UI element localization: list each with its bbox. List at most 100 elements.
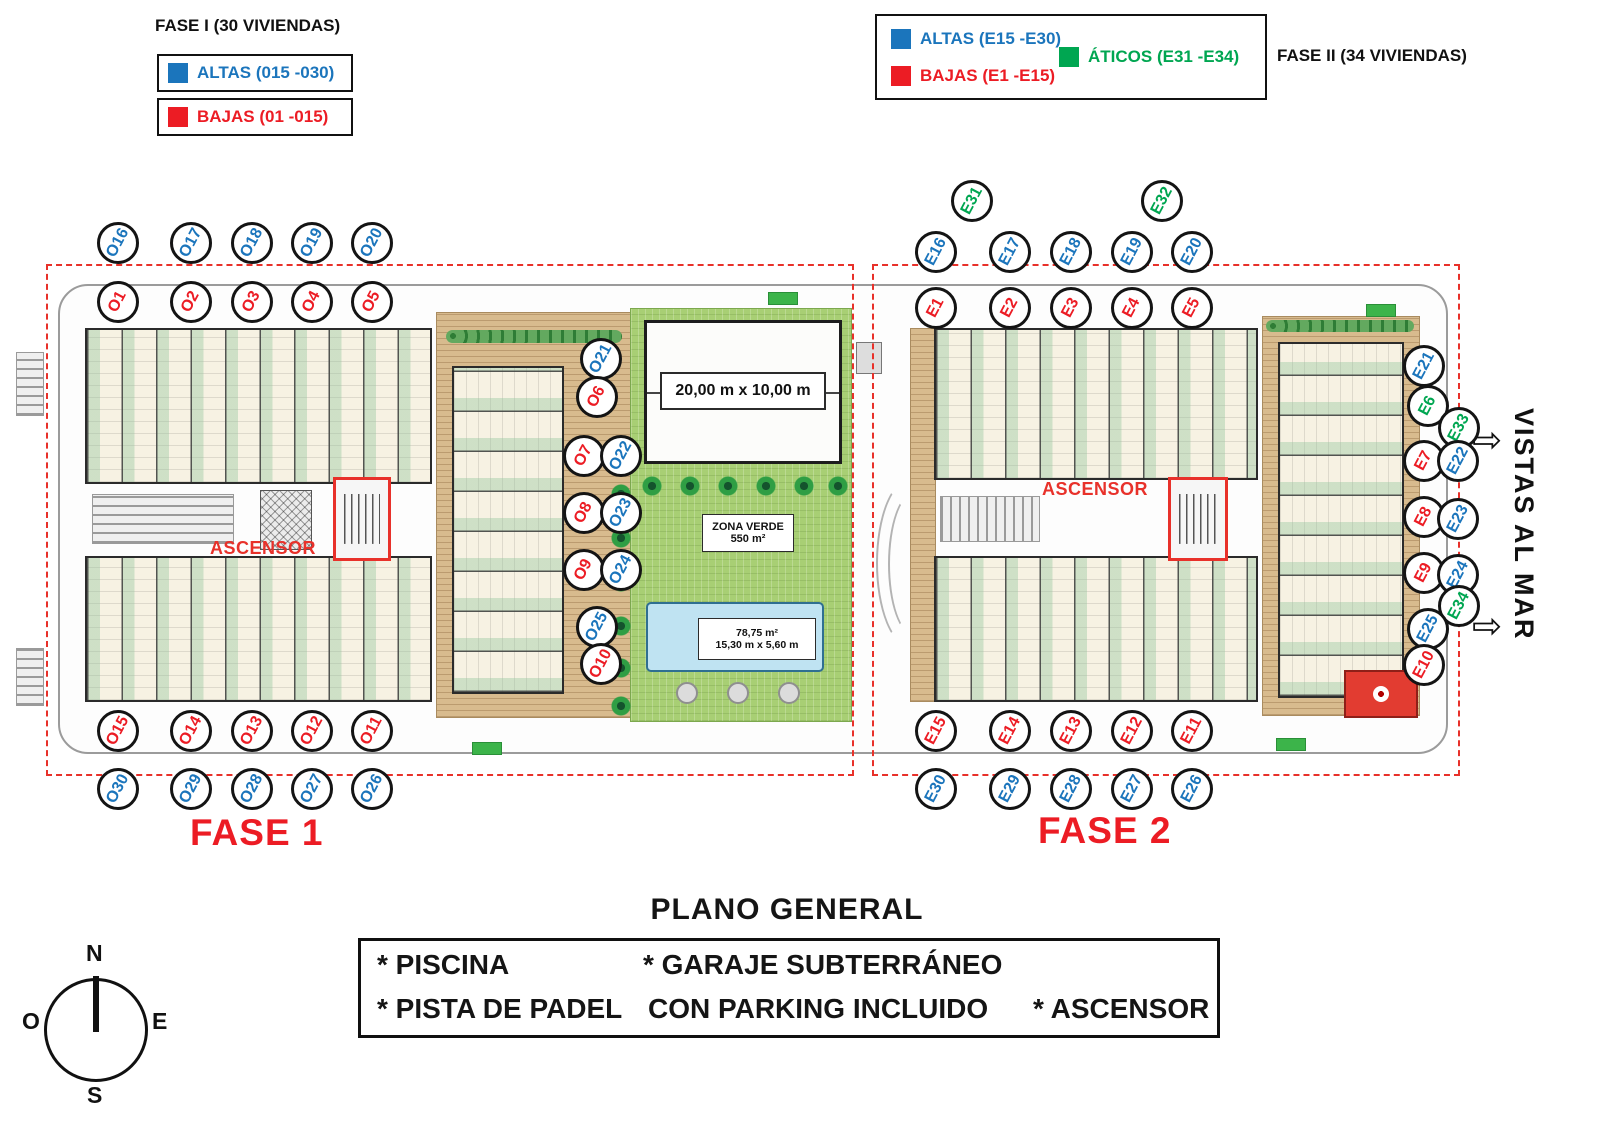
- unit-marker-o3[interactable]: O3: [231, 281, 273, 323]
- unit-marker-e15[interactable]: E15: [915, 710, 957, 752]
- unit-marker-label: E12: [1117, 714, 1146, 748]
- unit-marker-e3[interactable]: E3: [1050, 287, 1092, 329]
- building-fase2-south: [934, 556, 1258, 702]
- unit-marker-o26[interactable]: O26: [351, 768, 393, 810]
- unit-marker-e27[interactable]: E27: [1111, 768, 1153, 810]
- unit-marker-o29[interactable]: O29: [170, 768, 212, 810]
- unit-marker-e31[interactable]: E31: [951, 180, 993, 222]
- unit-marker-label: E21: [1409, 349, 1438, 383]
- padel-dims-label: 20,00 m x 10,00 m: [675, 382, 811, 399]
- palm-tree-icon: [756, 476, 776, 496]
- unit-marker-e4[interactable]: E4: [1111, 287, 1153, 329]
- unit-marker-o10[interactable]: O10: [580, 643, 622, 685]
- unit-marker-o28[interactable]: O28: [231, 768, 273, 810]
- compass-needle: [93, 976, 99, 1032]
- palm-tree-icon: [680, 476, 700, 496]
- unit-marker-o1[interactable]: O1: [97, 281, 139, 323]
- unit-marker-e22[interactable]: E22: [1437, 440, 1479, 482]
- unit-marker-label: O19: [296, 225, 327, 261]
- unit-marker-o6[interactable]: O6: [576, 376, 618, 418]
- street-stairs: [16, 352, 44, 416]
- unit-marker-e30[interactable]: E30: [915, 768, 957, 810]
- unit-marker-o23[interactable]: O23: [600, 492, 642, 534]
- unit-marker-e32[interactable]: E32: [1141, 180, 1183, 222]
- unit-marker-o18[interactable]: O18: [231, 222, 273, 264]
- garage-ramp-curve: [888, 492, 940, 636]
- unit-marker-label: O11: [357, 713, 386, 748]
- zona-verde-area-label: 550 m²: [730, 533, 766, 545]
- unit-marker-label: E26: [1177, 772, 1206, 806]
- unit-marker-e28[interactable]: E28: [1050, 768, 1092, 810]
- feature-parking: CON PARKING INCLUIDO: [648, 993, 989, 1024]
- unit-marker-e26[interactable]: E26: [1171, 768, 1213, 810]
- unit-marker-e16[interactable]: E16: [915, 231, 957, 273]
- unit-marker-e1[interactable]: E1: [915, 287, 957, 329]
- unit-marker-label: O30: [102, 771, 133, 807]
- unit-marker-o24[interactable]: O24: [600, 549, 642, 591]
- unit-marker-e19[interactable]: E19: [1111, 231, 1153, 273]
- legend-fase1-altas-label: ALTAS (015 -030): [197, 63, 335, 82]
- unit-marker-o13[interactable]: O13: [231, 710, 273, 752]
- unit-marker-o21[interactable]: O21: [580, 338, 622, 380]
- unit-marker-label: E14: [995, 714, 1024, 748]
- palm-tree-icon: [611, 696, 631, 716]
- unit-marker-o7[interactable]: O7: [563, 435, 605, 477]
- unit-marker-e25[interactable]: E25: [1407, 608, 1449, 650]
- altas-swatch-icon: [891, 29, 911, 49]
- unit-marker-label: E32: [1147, 184, 1176, 218]
- unit-marker-o22[interactable]: O22: [600, 435, 642, 477]
- unit-marker-o4[interactable]: O4: [291, 281, 333, 323]
- unit-marker-label: E9: [1411, 560, 1436, 586]
- legend-fase1-bajas-label: BAJAS (01 -015): [197, 107, 329, 126]
- compass-east-label: E: [152, 1008, 168, 1034]
- legend-fase2-altas-row: ALTAS (E15 -E30): [891, 29, 1061, 49]
- unit-marker-o20[interactable]: O20: [351, 222, 393, 264]
- unit-marker-label: E16: [921, 235, 950, 269]
- unit-marker-e10[interactable]: E10: [1403, 644, 1445, 686]
- unit-marker-o5[interactable]: O5: [351, 281, 393, 323]
- unit-marker-label: E6: [1415, 393, 1440, 419]
- palm-tree-icon: [828, 476, 848, 496]
- unit-marker-o16[interactable]: O16: [97, 222, 139, 264]
- unit-marker-e23[interactable]: E23: [1437, 498, 1479, 540]
- feature-pista: * PISTA DE PADEL: [377, 993, 623, 1024]
- unit-marker-e20[interactable]: E20: [1171, 231, 1213, 273]
- building-fase1-south: [85, 556, 432, 702]
- unit-marker-o2[interactable]: O2: [170, 281, 212, 323]
- pool-dims-box: 78,75 m² 15,30 m x 5,60 m: [698, 618, 816, 660]
- legend-fase2-bajas-row: BAJAS (E1 -E15): [891, 66, 1055, 86]
- unit-marker-e29[interactable]: E29: [989, 768, 1031, 810]
- unit-marker-e2[interactable]: E2: [989, 287, 1031, 329]
- unit-marker-o27[interactable]: O27: [291, 768, 333, 810]
- unit-marker-e13[interactable]: E13: [1050, 710, 1092, 752]
- ascensor-label-fase2: ASCENSOR: [1042, 479, 1149, 499]
- unit-marker-e14[interactable]: E14: [989, 710, 1031, 752]
- unit-marker-o14[interactable]: O14: [170, 710, 212, 752]
- compass-west-label: O: [22, 1008, 40, 1034]
- elevator-box-fase2: [1168, 477, 1228, 561]
- unit-marker-e12[interactable]: E12: [1111, 710, 1153, 752]
- unit-marker-o12[interactable]: O12: [291, 710, 333, 752]
- unit-marker-label: O1: [105, 288, 131, 316]
- bajas-swatch-icon: [891, 66, 911, 86]
- unit-marker-label: E31: [957, 184, 986, 218]
- unit-marker-o15[interactable]: O15: [97, 710, 139, 752]
- building-fase2-north: [934, 328, 1258, 480]
- elevator-box-fase1: [333, 477, 391, 561]
- unit-marker-o19[interactable]: O19: [291, 222, 333, 264]
- unit-marker-o11[interactable]: O11: [351, 710, 393, 752]
- unit-marker-e5[interactable]: E5: [1171, 287, 1213, 329]
- unit-marker-o8[interactable]: O8: [563, 492, 605, 534]
- unit-marker-o9[interactable]: O9: [563, 549, 605, 591]
- unit-marker-e18[interactable]: E18: [1050, 231, 1092, 273]
- unit-marker-e17[interactable]: E17: [989, 231, 1031, 273]
- unit-marker-label: E8: [1411, 504, 1436, 530]
- unit-marker-e21[interactable]: E21: [1403, 345, 1445, 387]
- unit-marker-label: O3: [239, 288, 265, 316]
- unit-marker-o17[interactable]: O17: [170, 222, 212, 264]
- unit-marker-o25[interactable]: O25: [576, 606, 618, 648]
- garage-ramp-curve: [876, 478, 946, 648]
- unit-marker-o30[interactable]: O30: [97, 768, 139, 810]
- unit-marker-e11[interactable]: E11: [1171, 710, 1213, 752]
